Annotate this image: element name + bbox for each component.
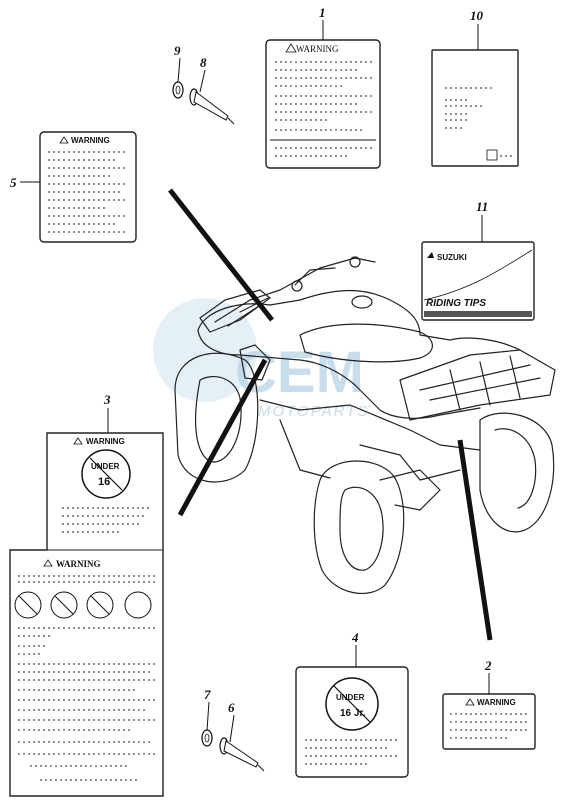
part-5-warning-label: WARNING (39, 131, 137, 243)
callout-7: 7 (204, 687, 211, 702)
warning-triangle-icon (285, 43, 297, 53)
pointer-lines (168, 188, 493, 641)
wear-helmet-icon (124, 591, 152, 619)
age-text: 16 Jr. (340, 708, 366, 719)
warning-triangle-icon (73, 437, 83, 445)
brand-logo-icon (427, 252, 434, 258)
warning-triangle-icon (465, 698, 475, 706)
under-text: UNDER (336, 693, 365, 702)
callout-11: 11 (476, 199, 488, 214)
callout-8: 8 (200, 55, 207, 70)
part-1-warning-text: WARNING (296, 44, 339, 54)
part-7-grommet (201, 729, 213, 747)
part-3-warning-text: WARNING (86, 437, 125, 446)
part-5-warning-text: WARNING (71, 136, 110, 145)
callout-3: 3 (103, 392, 111, 407)
part-4-warning-label: UNDER 16 Jr. (295, 666, 409, 778)
warning-triangle-icon (43, 559, 53, 567)
part-1-warning-label: WARNING (265, 39, 381, 169)
callout-2: 2 (484, 658, 492, 673)
callout-9: 9 (174, 43, 181, 58)
callout-10: 10 (470, 8, 484, 23)
callout-5: 5 (10, 175, 17, 190)
part-10-document (431, 49, 519, 167)
part-3-warning-label: WARNING UNDER 16 WARNING (9, 432, 164, 797)
callout-6: 6 (228, 700, 235, 715)
part-11-riding-tips: SUZUKI RIDING TIPS (421, 241, 535, 321)
under-text: UNDER (91, 462, 120, 471)
watermark-sub: MOTOPARTS (258, 403, 369, 420)
footer-band (424, 311, 532, 317)
part-2-warning-label: WARNING (442, 693, 536, 750)
part-3-warning-text-b: WARNING (56, 559, 101, 569)
part-6-rivet (219, 737, 265, 772)
brand-name: SUZUKI (437, 253, 467, 262)
riding-tips-title: RIDING TIPS (426, 298, 486, 309)
warning-triangle-icon (59, 136, 69, 144)
part-2-warning-text: WARNING (477, 698, 516, 707)
brand-logo-icon (486, 149, 498, 161)
callout-1: 1 (319, 5, 326, 20)
part-8-rivet (189, 88, 235, 125)
part-9-grommet (172, 81, 184, 99)
atv-illustration (174, 256, 556, 594)
callout-4: 4 (351, 630, 359, 645)
age-text: 16 (98, 476, 110, 488)
watermark-main: CEM (235, 340, 364, 405)
